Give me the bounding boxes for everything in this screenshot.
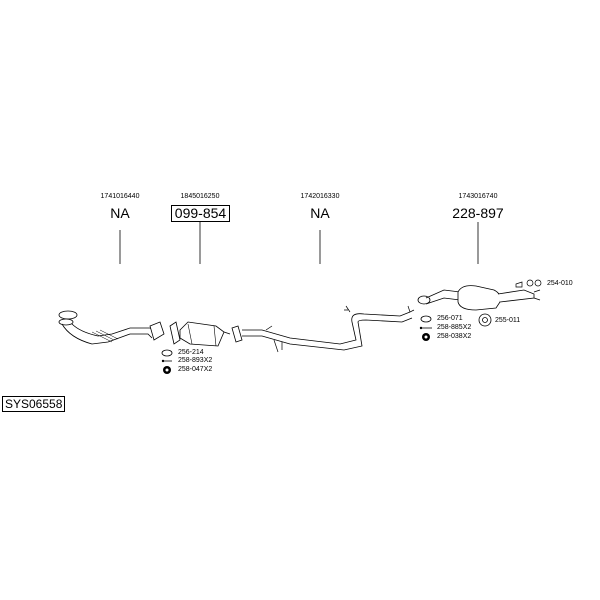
- oe-number-3: 1742016330: [300, 193, 340, 200]
- rear-silencer: [417, 285, 541, 311]
- rear-fitting-label-gasket[interactable]: 256-071: [437, 315, 463, 322]
- rear-bolt-icon: [419, 326, 432, 330]
- rear-nut-icon: [422, 333, 430, 341]
- middle-pipe: [231, 305, 415, 353]
- nut-icon: [163, 366, 171, 374]
- oe-number-2: 1845016250: [180, 193, 220, 200]
- rubber-hanger-icon: [478, 313, 492, 327]
- part-code-2[interactable]: 099-854: [171, 205, 230, 222]
- system-id: SYS06558: [2, 396, 66, 412]
- hanger-label[interactable]: 255-011: [495, 317, 521, 324]
- gasket-icon: [161, 349, 173, 357]
- rear-fitting-label-bolt[interactable]: 258-885X2: [437, 324, 472, 331]
- clamp-label[interactable]: 254-010: [547, 280, 573, 287]
- front-pipe: [58, 310, 165, 345]
- fitting-label-nut[interactable]: 258-047X2: [178, 366, 213, 373]
- bolt-icon: [161, 359, 172, 363]
- part-code-1[interactable]: NA: [110, 205, 130, 221]
- oe-number-4: 1743016740: [458, 193, 498, 200]
- fitting-label-bolt[interactable]: 258-893X2: [178, 357, 213, 364]
- rear-fitting-label-nut[interactable]: 258-038X2: [437, 333, 472, 340]
- part-code-4[interactable]: 228-897: [452, 205, 504, 221]
- oe-number-1: 1741016440: [100, 193, 140, 200]
- fitting-label-gasket[interactable]: 256-214: [178, 349, 204, 356]
- rear-gasket-icon: [420, 315, 432, 323]
- part-code-3[interactable]: NA: [310, 205, 330, 221]
- clamp-icon: [515, 279, 542, 288]
- catalytic-converter: [169, 321, 231, 347]
